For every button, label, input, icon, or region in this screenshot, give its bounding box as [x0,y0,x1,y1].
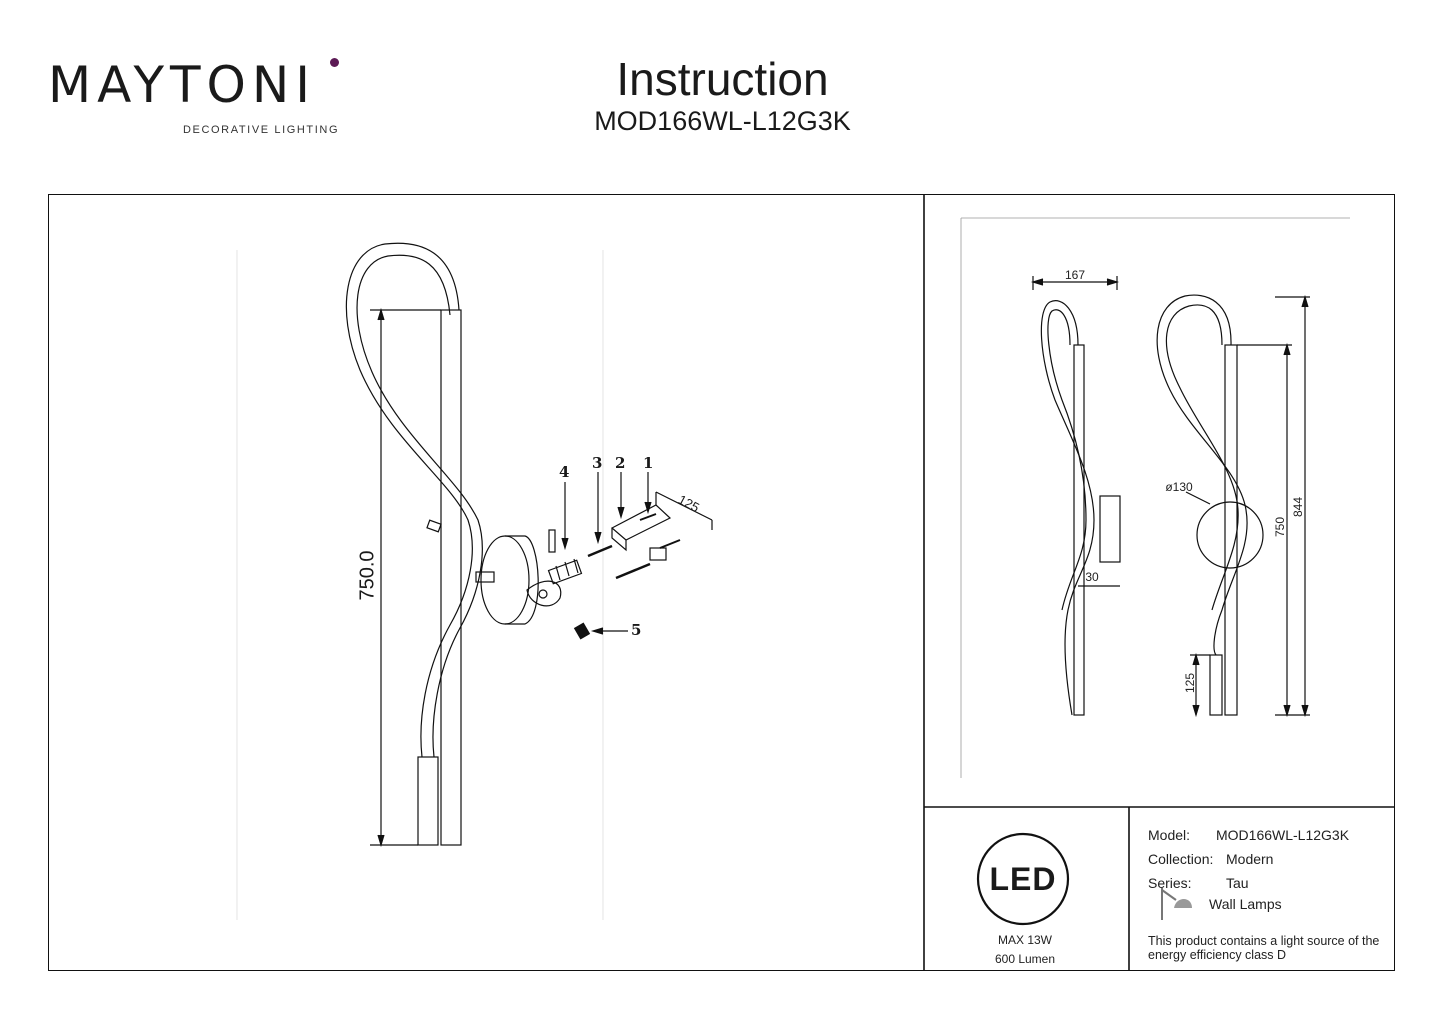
model-code: MOD166WL-L12G3K [594,106,851,136]
width-167-label: 167 [1064,268,1086,282]
drawing-frame [48,194,1395,971]
part-label-4: 4 [559,463,570,481]
lamp-front-view [1156,294,1310,718]
brand-tagline: DECORATIVE LIGHTING [183,124,340,136]
part-label-3: 3 [592,454,603,472]
lamp-side-view [1030,276,1121,716]
lamp-type: Wall Lamps [1209,896,1282,912]
brand-dot [330,58,339,67]
part-label-1: 1 [643,454,654,472]
lamp-assembly-view [345,242,539,848]
wall-lamp-icon [1161,888,1192,920]
model-label: Model: [1148,827,1191,843]
led-badge-text: LED [989,861,1057,897]
collection-value: Modern [1226,851,1274,867]
dimension-750-label: 750.0 [356,550,379,601]
height-844-label: 844 [1291,496,1305,518]
part-label-5: 5 [631,621,642,639]
page-title: Instruction [616,53,829,105]
series-label: Series: [1148,875,1192,891]
led-badge-circle [976,832,1070,926]
model-value: MOD166WL-L12G3K [1216,827,1350,843]
depth-30-label: 30 [1085,570,1099,584]
part-label-2: 2 [615,454,626,472]
height-750-label: 750 [1273,516,1287,538]
bottom-125-label: 125 [1183,672,1197,694]
brand-logo: MAYTONI [48,60,316,110]
exploded-parts [526,472,713,640]
series-value: Tau [1226,875,1249,891]
collection-label: Collection: [1148,851,1214,867]
diameter-130-label: ø130 [1165,480,1193,494]
brand-name: MAYTONI [48,56,317,114]
power-rating: MAX 13W [997,933,1052,947]
energy-efficiency-note: This product contains a light source of … [1148,934,1380,962]
lumen-rating: 600 Lumen [994,952,1056,966]
